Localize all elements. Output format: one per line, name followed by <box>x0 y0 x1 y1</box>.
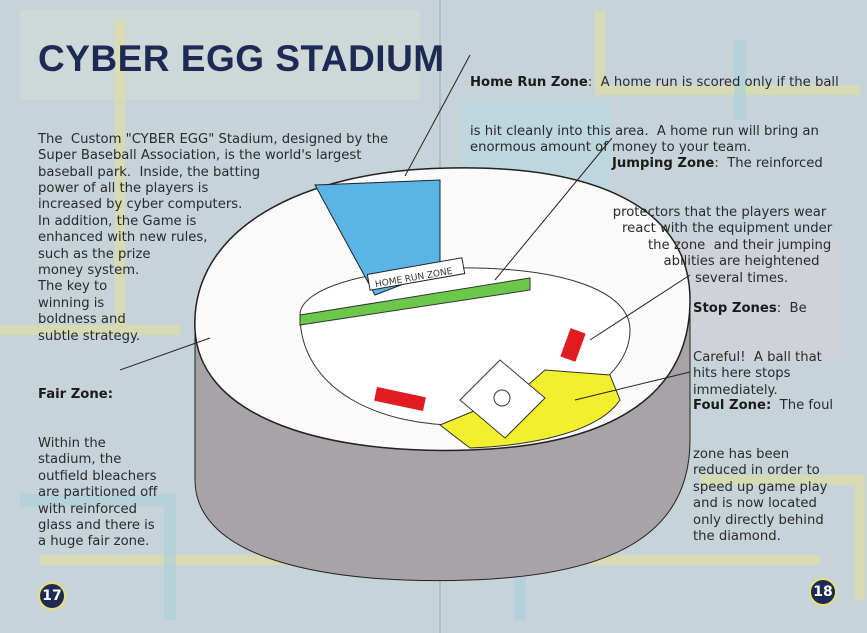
text-line: enormous amount of money to your team. <box>470 140 752 156</box>
text-line: and is now located <box>693 496 817 512</box>
text-line: : The reinforced <box>714 155 823 171</box>
text-line: the zone and their jumping <box>648 237 832 253</box>
text-line: glass and there is <box>38 518 155 534</box>
intro-line: money system. <box>38 263 140 279</box>
text-line: several times. <box>694 270 789 286</box>
intro-line: The key to <box>38 279 108 295</box>
text-line: : A home run is scored only if the ball <box>587 74 839 90</box>
intro-line: power of all the players is <box>38 181 209 197</box>
intro-line: boldness and <box>38 312 126 328</box>
leader-lines <box>119 54 691 401</box>
page-number-left: 17 <box>38 582 66 610</box>
intro-text: The Custom "CYBER EGG" Stadium, designed… <box>38 99 388 362</box>
intro-line: The Custom "CYBER EGG" Stadium, designed… <box>38 131 389 147</box>
intro-line: subtle strategy. <box>38 328 141 344</box>
text-line: only directly behind <box>693 512 824 528</box>
jumping-zone-text: Jumping Zone: The reinforced protectors … <box>612 123 833 303</box>
page-number-right: 18 <box>809 578 837 606</box>
text-line: is hit cleanly into this area. A home ru… <box>470 124 819 140</box>
text-line: stadium, the <box>38 452 122 468</box>
jumping-zone-label: Jumping Zone <box>612 155 715 171</box>
text-line: reduced in order to <box>693 463 820 479</box>
stadium-illustration: HOME RUN ZONE <box>194 167 691 582</box>
text-line: abilities are heightened <box>663 254 820 270</box>
text-line: with reinforced <box>38 501 138 517</box>
stop-zones-label: Stop Zones <box>693 300 777 316</box>
text-line: speed up game play <box>693 479 828 495</box>
text-line: : Be <box>776 300 807 316</box>
home-run-zone-text: Home Run Zone: A home run is scored only… <box>470 42 839 173</box>
page-title: CYBER EGG STADIUM <box>38 38 445 79</box>
intro-line: enhanced with new rules, <box>38 230 208 246</box>
text-line: outfield bleachers <box>38 468 157 484</box>
intro-line: winning is <box>38 295 105 311</box>
text-line: hits here stops <box>693 366 791 382</box>
intro-line: such as the prize <box>38 246 151 262</box>
intro-line: increased by cyber computers. <box>38 197 243 213</box>
text-line: zone has been <box>693 447 790 463</box>
text-line: are partitioned off <box>38 485 158 501</box>
text-line: protectors that the players wear <box>612 205 827 221</box>
text-line: react with the equipment under <box>622 221 833 237</box>
text-line: The foul <box>771 397 834 413</box>
text-line: a huge fair zone. <box>38 534 150 550</box>
text-line: the diamond. <box>693 529 781 545</box>
home-run-zone-label: Home Run Zone <box>470 74 588 90</box>
foul-zone-label: Foul Zone: <box>693 397 772 413</box>
intro-line: baseball park. Inside, the batting <box>38 164 261 180</box>
fair-zone-label: Fair Zone: <box>38 386 113 402</box>
text-line: Within the <box>38 436 106 452</box>
text-line: Careful! A ball that <box>693 350 822 366</box>
text-line: immediately. <box>693 382 778 398</box>
intro-line: In addition, the Game is <box>38 213 197 229</box>
intro-line: Super Baseball Association, is the world… <box>38 148 362 164</box>
